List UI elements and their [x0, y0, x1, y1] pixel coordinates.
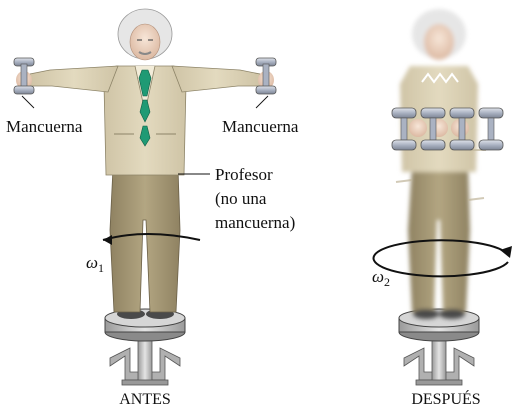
- dumbbell-icon: [255, 57, 277, 95]
- tie: [138, 69, 152, 97]
- turntable-icon: [398, 308, 480, 386]
- dumbbell-label-right: Mancuerna: [222, 117, 299, 136]
- dumbbell-icon: [13, 57, 35, 95]
- professor-label-line1: Profesor: [215, 165, 273, 184]
- rotation-arrow-icon: [372, 239, 512, 278]
- rotation-arrow-icon: [102, 233, 201, 245]
- professor-before: [13, 8, 277, 386]
- pants: [109, 167, 181, 313]
- turntable-icon: [104, 308, 186, 386]
- before-caption: ANTES: [119, 391, 171, 408]
- omega2-label: ω2: [372, 267, 390, 289]
- professor-label-line3: mancuerna): [215, 213, 295, 232]
- omega1-label: ω1: [86, 253, 104, 275]
- left-arm: [29, 65, 119, 93]
- professor-label-line2: (no una: [215, 189, 267, 208]
- dumbbell-icon: [449, 107, 504, 151]
- dumbbell-label-left: Mancuerna: [6, 117, 83, 136]
- professor-after: [372, 9, 512, 386]
- right-arm: [171, 65, 261, 93]
- dumbbell-icon: [391, 107, 446, 151]
- after-caption: DESPUÉS: [411, 389, 480, 408]
- face: [129, 23, 161, 61]
